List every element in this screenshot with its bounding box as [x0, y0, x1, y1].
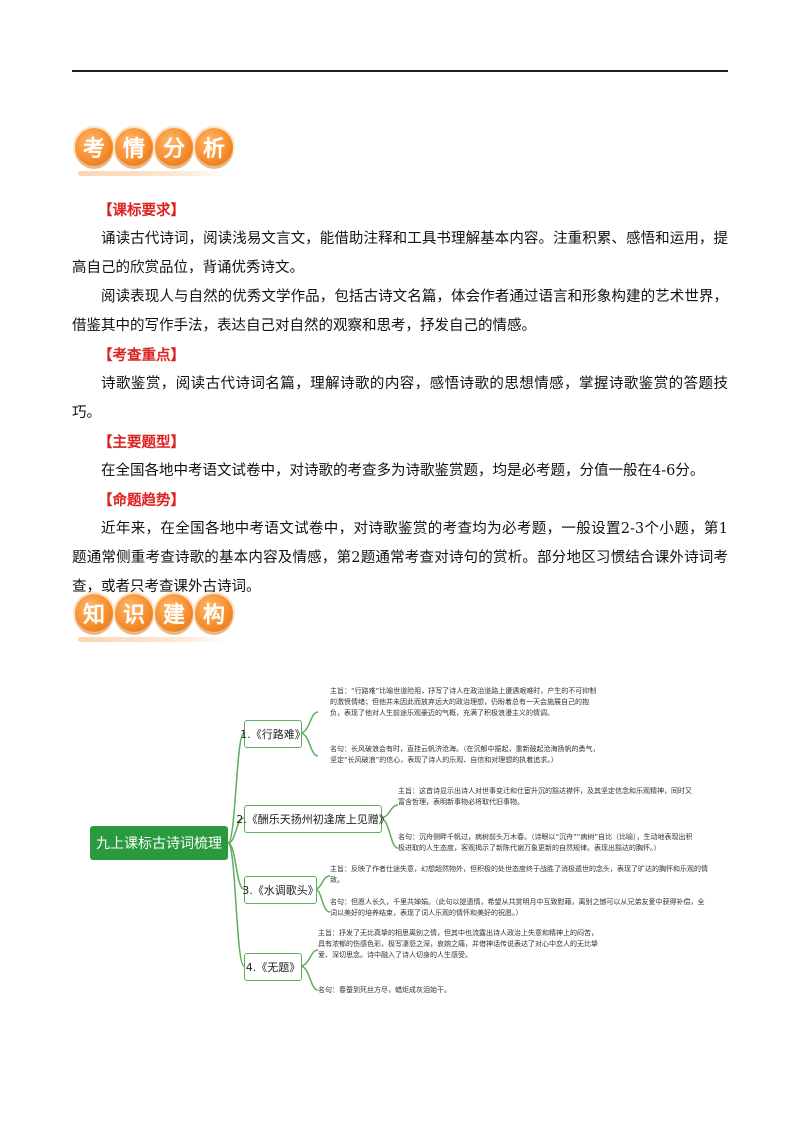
branch-4-quote: 名句：春蚕到死丝方尽，蜡炬成灰泪始干。	[318, 986, 451, 994]
section-header-knowledge: 知 识 建 构	[75, 594, 233, 632]
header-char: 建	[155, 594, 193, 632]
types-para: 在全国各地中考语文试卷中，对诗歌的考查多为诗歌鉴赏题，均是必考题，分值一般在4-…	[101, 463, 705, 479]
section-header-analysis: 考 情 分 析	[75, 128, 233, 166]
mindmap-root: 九上课标古诗词梳理	[90, 826, 228, 860]
tag-trend: 【命题趋势】	[98, 492, 185, 509]
tag-types: 【主要题型】	[98, 434, 185, 451]
header-char: 析	[195, 128, 233, 166]
branch-3: 3.《水调歌头》	[242, 876, 319, 904]
tag-requirements: 【课标要求】	[98, 202, 185, 219]
top-rule	[72, 70, 728, 72]
branch-3-theme: 主旨：反映了作者仕途失意，幻想超然物外，但积极的处世态度终于战胜了消极遁世的念头…	[330, 865, 708, 884]
header-char: 分	[155, 128, 193, 166]
tag-focus: 【考查重点】	[98, 347, 185, 364]
requirements-para-2: 阅读表现人与自然的优秀文学作品，包括古诗文名篇，体会作者通过语言和形象构建的艺术…	[72, 289, 728, 334]
trend-para: 近年来，在全国各地中考语文试卷中，对诗歌鉴赏的考查均为必考题，一般设置2-3个小…	[72, 521, 728, 595]
branch-2: 2.《酬乐天扬州初逢席上见赠》	[236, 805, 390, 833]
header-char: 识	[115, 594, 153, 632]
header-underline	[78, 637, 228, 642]
header-underline	[78, 171, 228, 176]
focus-para: 诗歌鉴赏，阅读古代诗词名篇，理解诗歌的内容，感悟诗歌的思想情感，掌握诗歌鉴赏的答…	[72, 376, 728, 421]
branch-1: 1.《行路难》	[240, 720, 306, 748]
requirements-para-1: 诵读古代诗词，阅读浅易文言文，能借助注释和工具书理解基本内容。注重积累、感悟和运…	[72, 231, 728, 276]
branch-2-theme: 主旨：这首诗显示出诗人对世事变迁和仕宦升沉的豁达襟怀，及其坚定信念和乐观精神，同…	[398, 787, 692, 806]
branch-1-theme: 主旨：“行路难”比喻世道险阻，抒写了诗人在政治道路上遭遇艰难时，产生的不可抑制的…	[330, 687, 597, 717]
header-char: 情	[115, 128, 153, 166]
branch-4-theme: 主旨：抒发了无比真挚的相思离别之情，但其中也流露出诗人政治上失意和精神上的闷苦，…	[318, 929, 598, 959]
analysis-body: 【课标要求】 诵读古代诗词，阅读浅易文言文，能借助注释和工具书理解基本内容。注重…	[72, 196, 728, 602]
branch-3-quote: 名句：但愿人长久，千里共婵娟。（此句以提遗情，希望从共赏明月中互致慰藉，离别之憾…	[330, 898, 705, 917]
branch-1-quote: 名句：长风破浪会有时，直挂云帆济沧海。（在沉郁中振起，重新鼓起沧海扬帆的勇气，坚…	[330, 745, 600, 764]
header-char: 知	[75, 594, 113, 632]
branch-2-quote: 名句：沉舟侧畔千帆过，病树前头万木春。（诗眼以“沉舟”“病树”自比（比喻），生动…	[398, 833, 693, 852]
branch-4: 4.《无题》	[244, 953, 302, 981]
header-char: 构	[195, 594, 233, 632]
header-char: 考	[75, 128, 113, 166]
